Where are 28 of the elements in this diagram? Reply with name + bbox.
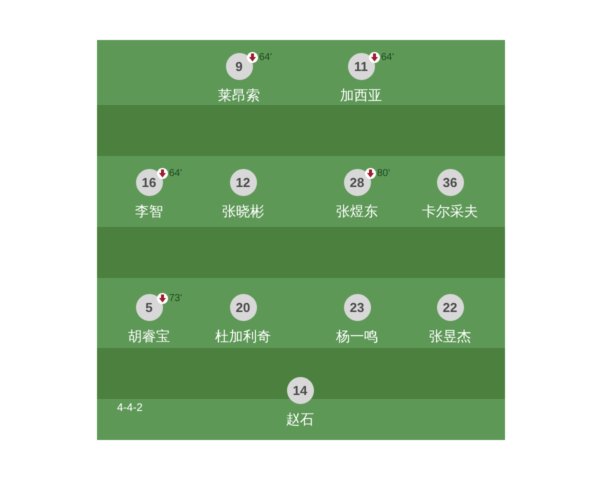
- number-circle: 23: [344, 294, 370, 320]
- substitution-minute: 80': [377, 168, 390, 179]
- number-circle: 11: [348, 52, 374, 80]
- number-circle: 16: [136, 168, 162, 196]
- substitution-minute: 73': [169, 293, 182, 304]
- player-name: 莱昂索: [218, 87, 260, 103]
- player-name: 张晓彬: [222, 203, 264, 219]
- number-circle: 36: [436, 168, 464, 196]
- player-name: 卡尔采夫: [422, 203, 478, 219]
- number-circle: 9: [226, 52, 252, 80]
- substitution-minute: 64': [259, 52, 272, 63]
- number-circle: 28: [344, 168, 370, 196]
- player-name: 胡睿宝: [128, 328, 170, 344]
- substitution-minute: 64': [169, 168, 182, 179]
- formation-label: 4-4-2: [117, 402, 143, 414]
- number-circle: 20: [230, 294, 256, 320]
- player-name: 张煜东: [336, 203, 378, 219]
- player-name: 杜加利奇: [215, 328, 271, 344]
- number-circle: 14: [286, 376, 314, 404]
- player-name: 李智: [135, 203, 163, 219]
- substitution-minute: 64': [381, 52, 394, 63]
- number-circle: 12: [230, 168, 256, 196]
- player-name: 杨一鸣: [336, 328, 378, 344]
- player-name: 张昱杰: [429, 328, 471, 344]
- number-circle: 5: [136, 294, 162, 320]
- player-name: 赵石: [286, 411, 314, 427]
- player-name: 加西亚: [340, 87, 382, 103]
- number-circle: 22: [436, 294, 464, 320]
